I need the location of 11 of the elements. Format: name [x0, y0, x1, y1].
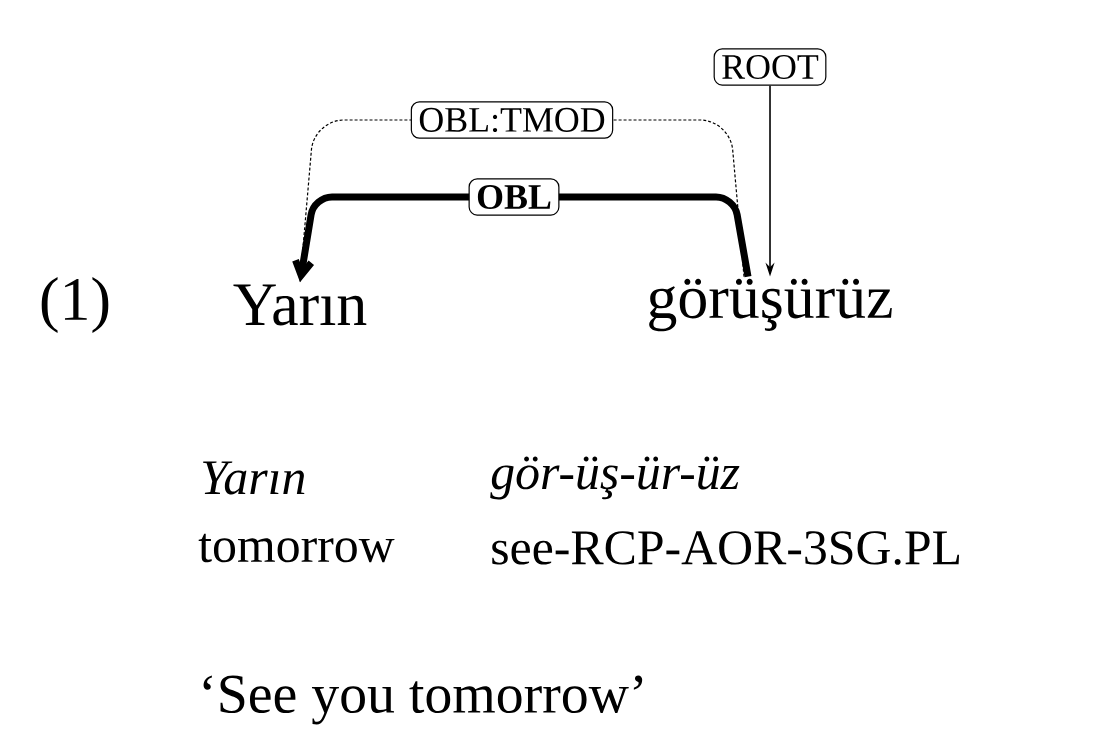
translation: ‘See you tomorrow’: [203, 675, 643, 725]
gloss-word: Yarın: [203, 461, 305, 495]
edge-label: OBL: [468, 178, 560, 216]
example-number: (1): [41, 277, 109, 333]
word: görüşürüz: [649, 278, 892, 332]
gloss-word: tomorrow: [198, 533, 395, 563]
edge-label: OBL:TMOD: [410, 101, 614, 139]
gloss-word: gör-üş-ür-üz: [490, 456, 740, 500]
label-box: ROOT: [713, 48, 827, 86]
word: Yarın: [233, 284, 367, 326]
gloss-word: see-RCP-AOR-3SG.PL: [492, 531, 960, 565]
